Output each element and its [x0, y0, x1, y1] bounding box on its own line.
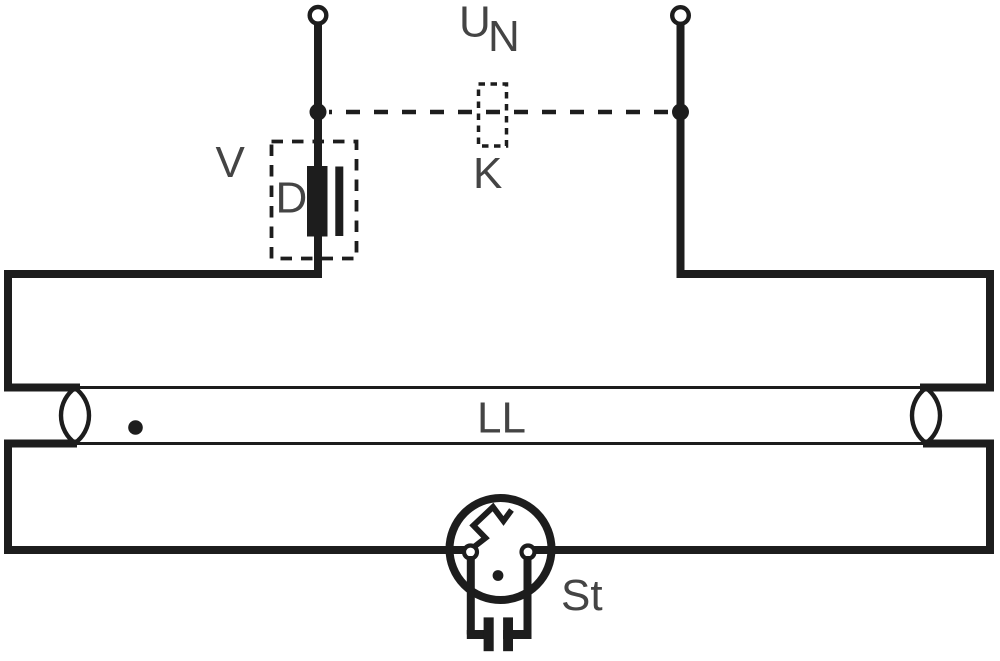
svg-text:LL: LL	[477, 393, 526, 442]
svg-text:V: V	[216, 138, 246, 187]
svg-text:N: N	[488, 12, 520, 61]
svg-text:D: D	[276, 174, 308, 223]
svg-text:K: K	[473, 149, 502, 198]
svg-text:U: U	[459, 0, 491, 47]
svg-text:St: St	[561, 571, 603, 620]
